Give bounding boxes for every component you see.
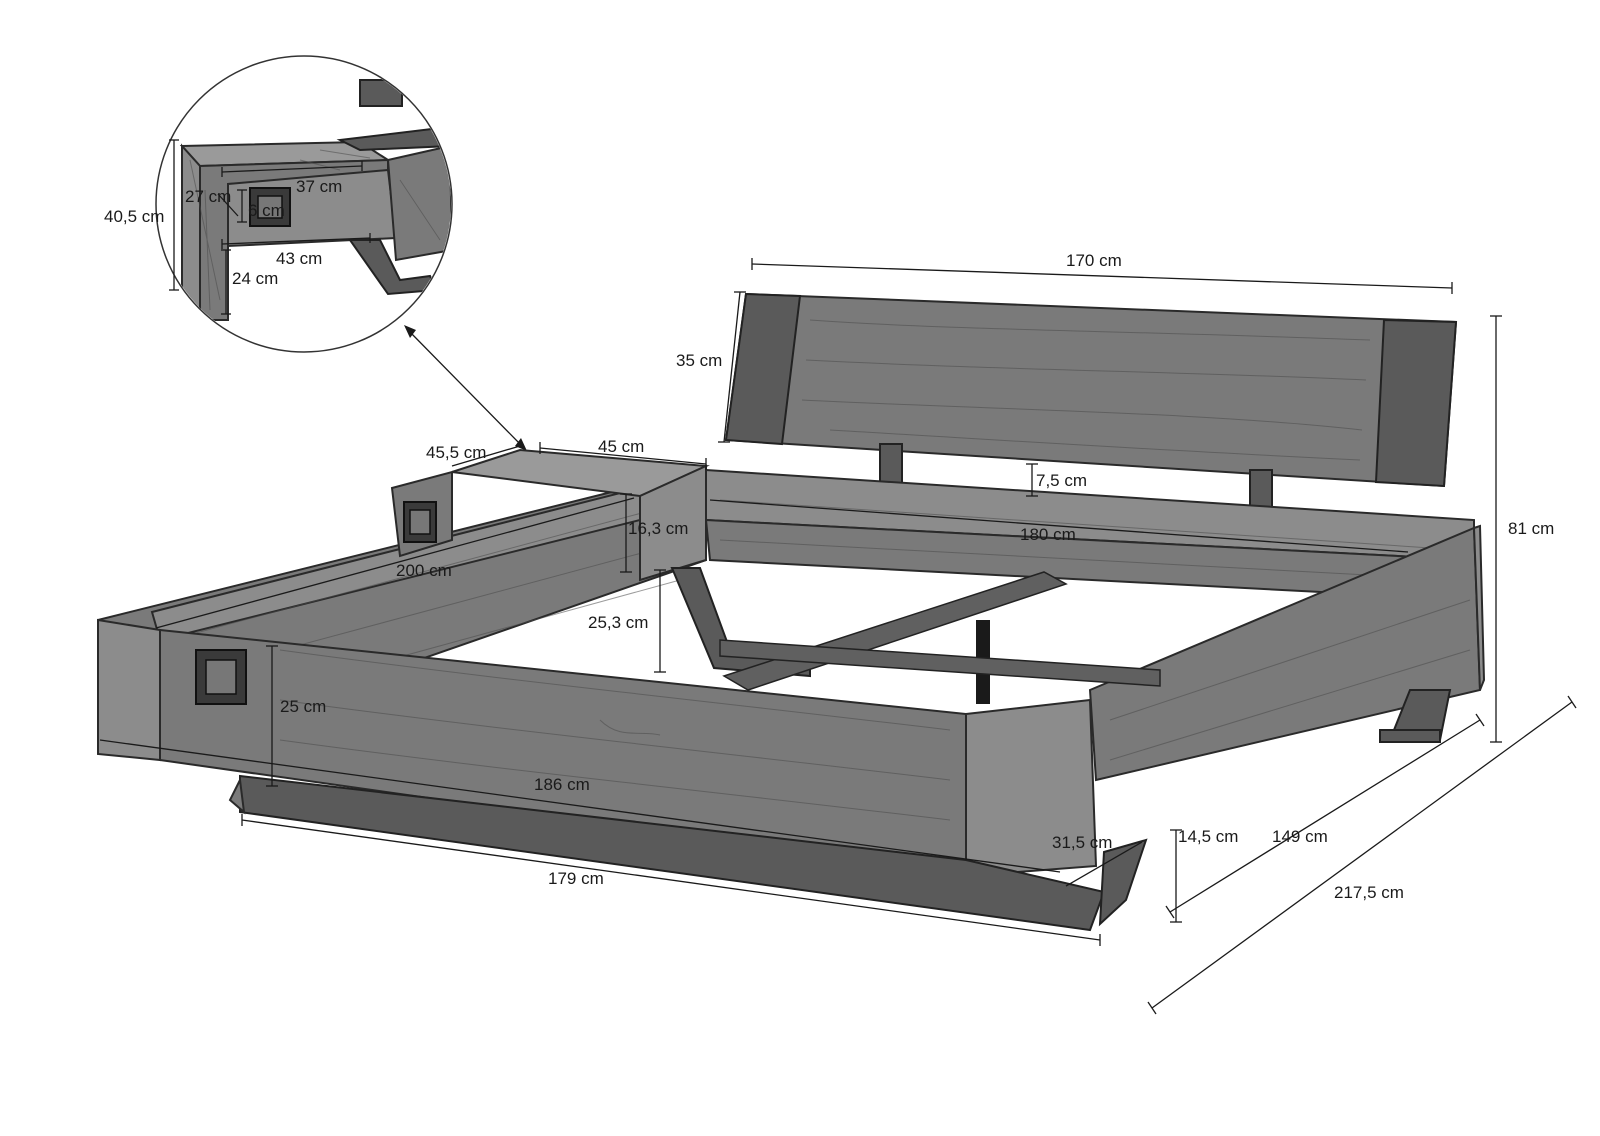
- label-headboard-height: 35 cm: [676, 351, 722, 370]
- label-inner-width: 180 cm: [1020, 525, 1076, 544]
- nightstand-detail-circle: 40,5 cm 37 cm 27 cm 6 cm 43 cm 24 cm: [104, 55, 453, 353]
- label-detail-drawer-height: 27 cm: [185, 187, 231, 206]
- bed-illustration: [97, 292, 1486, 932]
- label-headboard-gap: 7,5 cm: [1036, 471, 1087, 490]
- label-detail-height: 40,5 cm: [104, 207, 164, 226]
- dimension-lines: [99, 258, 1577, 1015]
- label-inner-length: 200 cm: [396, 561, 452, 580]
- label-detail-width: 43 cm: [276, 249, 322, 268]
- label-leg-height: 14,5 cm: [1178, 827, 1238, 846]
- label-detail-leg: 24 cm: [232, 269, 278, 288]
- dimension-labels: 170 cm 35 cm 7,5 cm 81 cm 180 cm 200 cm …: [280, 251, 1554, 902]
- foot-corner-right: [965, 698, 1098, 878]
- label-total-length: 217,5 cm: [1334, 883, 1404, 902]
- detail-nightstand-illustration: [179, 79, 451, 323]
- label-total-height: 81 cm: [1508, 519, 1554, 538]
- label-outer-length: 186 cm: [534, 775, 590, 794]
- label-nightstand-width: 45 cm: [598, 437, 644, 456]
- label-detail-inner-width: 37 cm: [296, 177, 342, 196]
- label-headboard-width: 170 cm: [1066, 251, 1122, 270]
- label-leg-offset: 31,5 cm: [1052, 833, 1112, 852]
- label-nightstand-depth: 45,5 cm: [426, 443, 486, 462]
- label-detail-handle: 6 cm: [248, 201, 285, 220]
- label-base-width: 149 cm: [1272, 827, 1328, 846]
- foot-corner-left: [97, 618, 161, 762]
- detail-pointer-arrow: [404, 325, 527, 451]
- label-side-rail-height: 16,3 cm: [628, 519, 688, 538]
- label-base-length: 179 cm: [548, 869, 604, 888]
- headboard: [724, 292, 1458, 488]
- label-foot-clearance: 25,3 cm: [588, 613, 648, 632]
- label-frame-height: 25 cm: [280, 697, 326, 716]
